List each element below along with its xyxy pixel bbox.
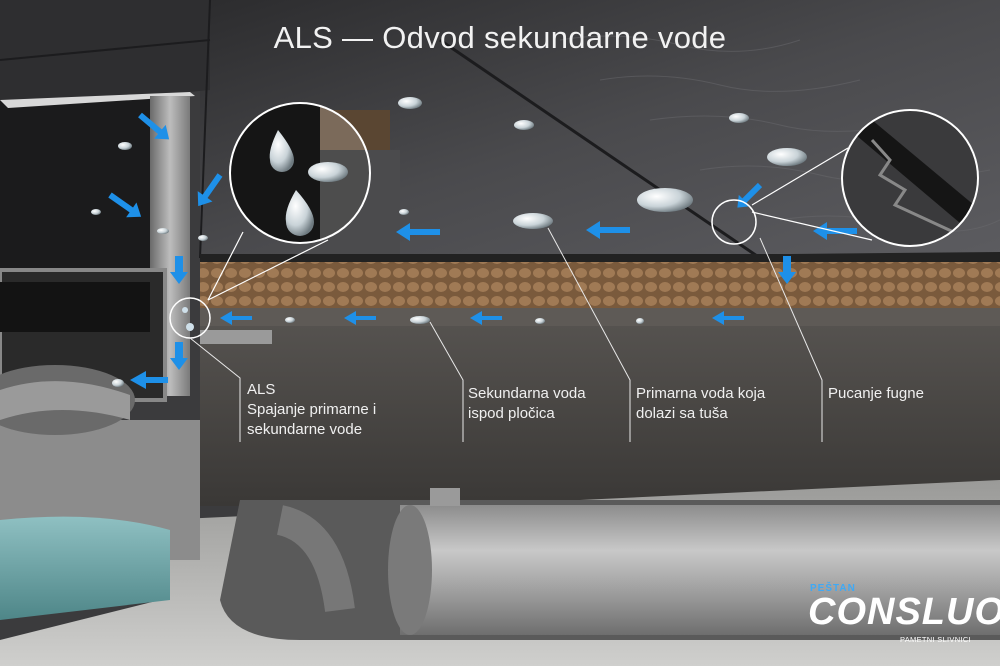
detail-magnifier-right: [711, 109, 979, 247]
callout-als-line2: Spajanje primarne i: [247, 401, 377, 418]
diagram-title: ALS — Odvod sekundarne vode: [273, 20, 727, 55]
callout-secondary-water-line1: Sekundarna voda: [468, 385, 586, 402]
brand-logo-main: CONSLUO: [808, 591, 1000, 633]
callout-grout-crack-line1: Pucanje fugne: [828, 385, 924, 402]
brand-logo: PEŠTAN CONSLUO PAMETNI SLIVNICI: [808, 583, 1000, 649]
callout-secondary-water-line2: ispod pločica: [468, 405, 555, 422]
callout-als-line3: sekundarne vode: [247, 421, 363, 438]
brand-logo-sub: PAMETNI SLIVNICI: [900, 635, 971, 644]
callout-primary-water-line1: Primarna voda koja: [636, 385, 766, 402]
callout-secondary-water: Sekundarna voda ispod pločica: [468, 384, 586, 424]
brand-logo-top: PEŠTAN: [810, 583, 856, 594]
callout-grout-crack: Pucanje fugne: [828, 384, 924, 404]
callout-primary-water: Primarna voda koja dolazi sa tuša: [636, 384, 765, 424]
callout-primary-water-line2: dolazi sa tuša: [636, 405, 728, 422]
callout-als: ALS Spajanje primarne i sekundarne vode: [247, 380, 376, 440]
callout-als-line1: ALS: [247, 381, 276, 398]
